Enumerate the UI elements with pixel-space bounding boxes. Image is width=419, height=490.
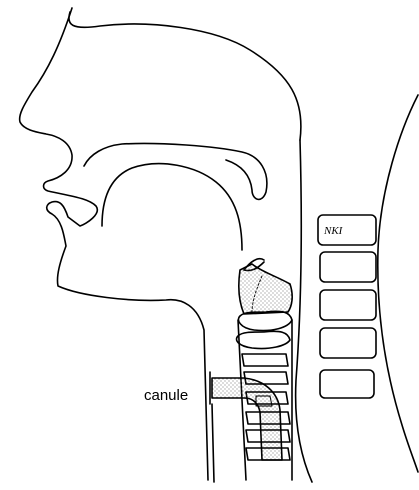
posterior-pharyngeal-wall [296, 140, 312, 482]
vertebra-4 [320, 328, 376, 358]
tongue [102, 164, 242, 250]
face-profile [20, 8, 208, 480]
vertebra-3 [320, 290, 376, 320]
skull-outline [69, 12, 301, 140]
vertebra-label: NKI [323, 225, 344, 237]
trachea-ring [237, 331, 290, 348]
canule-label: canule [144, 387, 188, 404]
vertebra-5 [320, 370, 374, 398]
vertebra-2 [320, 252, 376, 282]
neck-back [378, 95, 418, 472]
hard-palate [84, 143, 267, 199]
cervical-vertebrae [318, 215, 376, 398]
thyroid-cartilage [239, 264, 292, 314]
neck-front-lower [212, 404, 214, 482]
trachea-ring [242, 354, 288, 366]
trachea-wall-left [238, 320, 246, 480]
